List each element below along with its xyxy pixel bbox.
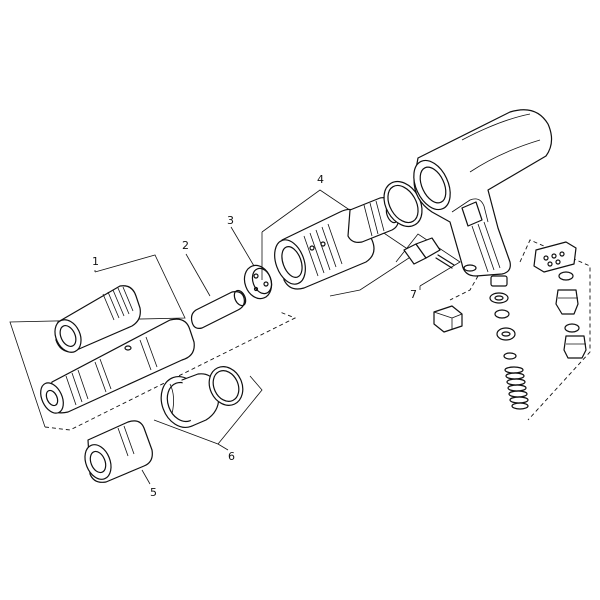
group-1-bracket: [9, 254, 297, 431]
group-6-bracket: [153, 375, 263, 451]
piston: [185, 253, 247, 329]
callout-7: 7: [410, 288, 417, 301]
trigger-block: [433, 305, 463, 333]
callout-4: 4: [317, 173, 324, 186]
callout-5: 5: [150, 486, 157, 499]
handle-dash-link: [449, 275, 479, 301]
air-inlet-fittings: [533, 241, 587, 359]
trigger-parts: [403, 237, 455, 269]
callout-3: 3: [227, 214, 234, 227]
tool-handle-body: [413, 109, 553, 277]
o-ring-small: [208, 366, 244, 406]
valve-disc: [230, 226, 273, 300]
barrel-body: [40, 318, 195, 414]
chisel-retainer: [84, 420, 153, 485]
callout-1: 1: [92, 255, 99, 268]
callout-2: 2: [182, 239, 189, 252]
valve-stack: [489, 275, 529, 410]
barrel-sleeve: [54, 285, 141, 353]
fittings-dash-bracket: [519, 239, 591, 421]
callout-6: 6: [228, 450, 235, 463]
